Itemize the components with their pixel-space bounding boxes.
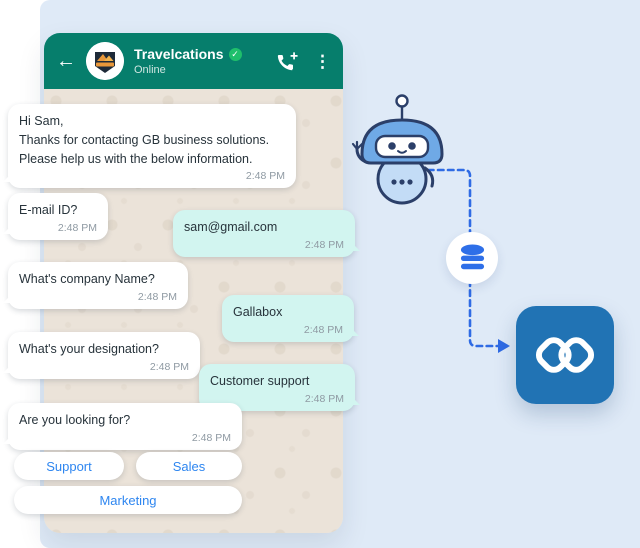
message-time: 2:48 PM — [245, 170, 285, 183]
message-bubble-incoming: Hi Sam, Thanks for contacting GB busines… — [3, 104, 296, 189]
message-time: 2:48 PM — [137, 290, 177, 303]
message-bubble-incoming: Are you looking for? 2:48 PM — [3, 403, 242, 450]
message-bubble-outgoing: Gallabox 2:48 PM — [222, 295, 359, 342]
message-text: What's your designation? — [19, 342, 159, 356]
message-text: sam@gmail.com — [184, 220, 278, 234]
verified-badge-icon: ✓ — [228, 47, 242, 61]
message-text: Customer support — [210, 374, 310, 388]
message-bubble-incoming: What's your designation? 2:48 PM — [3, 332, 200, 379]
crm-loops-icon — [535, 337, 595, 373]
quick-reply-support-button[interactable]: Support — [14, 452, 124, 480]
message-time: 2:48 PM — [191, 431, 231, 444]
chatbot-mascot-icon — [351, 94, 444, 205]
message-time: 2:48 PM — [149, 360, 189, 373]
travel-badge-logo — [86, 42, 124, 80]
message-bubble-outgoing: sam@gmail.com 2:48 PM — [173, 210, 360, 257]
message-time: 2:48 PM — [304, 392, 344, 405]
message-text: E-mail ID? — [19, 203, 78, 217]
message-text: Gallabox — [233, 305, 283, 319]
message-bubble-outgoing: Customer support 2:48 PM — [199, 364, 360, 411]
online-status: Online — [134, 64, 166, 76]
message-text: Hi Sam, Thanks for contacting GB busines… — [19, 114, 270, 166]
message-time: 2:48 PM — [57, 221, 97, 234]
message-time: 2:48 PM — [304, 238, 344, 251]
database-badge — [446, 232, 498, 284]
avatar[interactable] — [86, 42, 124, 80]
message-bubble-incoming: What's company Name? 2:48 PM — [3, 262, 188, 309]
message-bubble-incoming: E-mail ID? 2:48 PM — [3, 193, 108, 240]
quick-reply-marketing-button[interactable]: Marketing — [14, 486, 242, 514]
message-text: Are you looking for? — [19, 413, 131, 427]
kebab-menu-icon[interactable]: ⋮ — [314, 51, 331, 71]
chat-header: ← Travelcations ✓ Online — [44, 33, 343, 89]
quick-reply-sales-button[interactable]: Sales — [136, 452, 242, 480]
contact-info[interactable]: Travelcations ✓ Online — [134, 46, 242, 76]
header-actions: ⋮ — [277, 51, 331, 72]
back-arrow-icon[interactable]: ← — [56, 50, 76, 72]
database-icon — [460, 244, 484, 269]
contact-name: Travelcations — [134, 46, 224, 62]
add-call-icon[interactable] — [277, 51, 298, 72]
zoho-crm-logo[interactable] — [516, 306, 614, 404]
message-time: 2:48 PM — [303, 323, 343, 336]
message-text: What's company Name? — [19, 272, 155, 286]
